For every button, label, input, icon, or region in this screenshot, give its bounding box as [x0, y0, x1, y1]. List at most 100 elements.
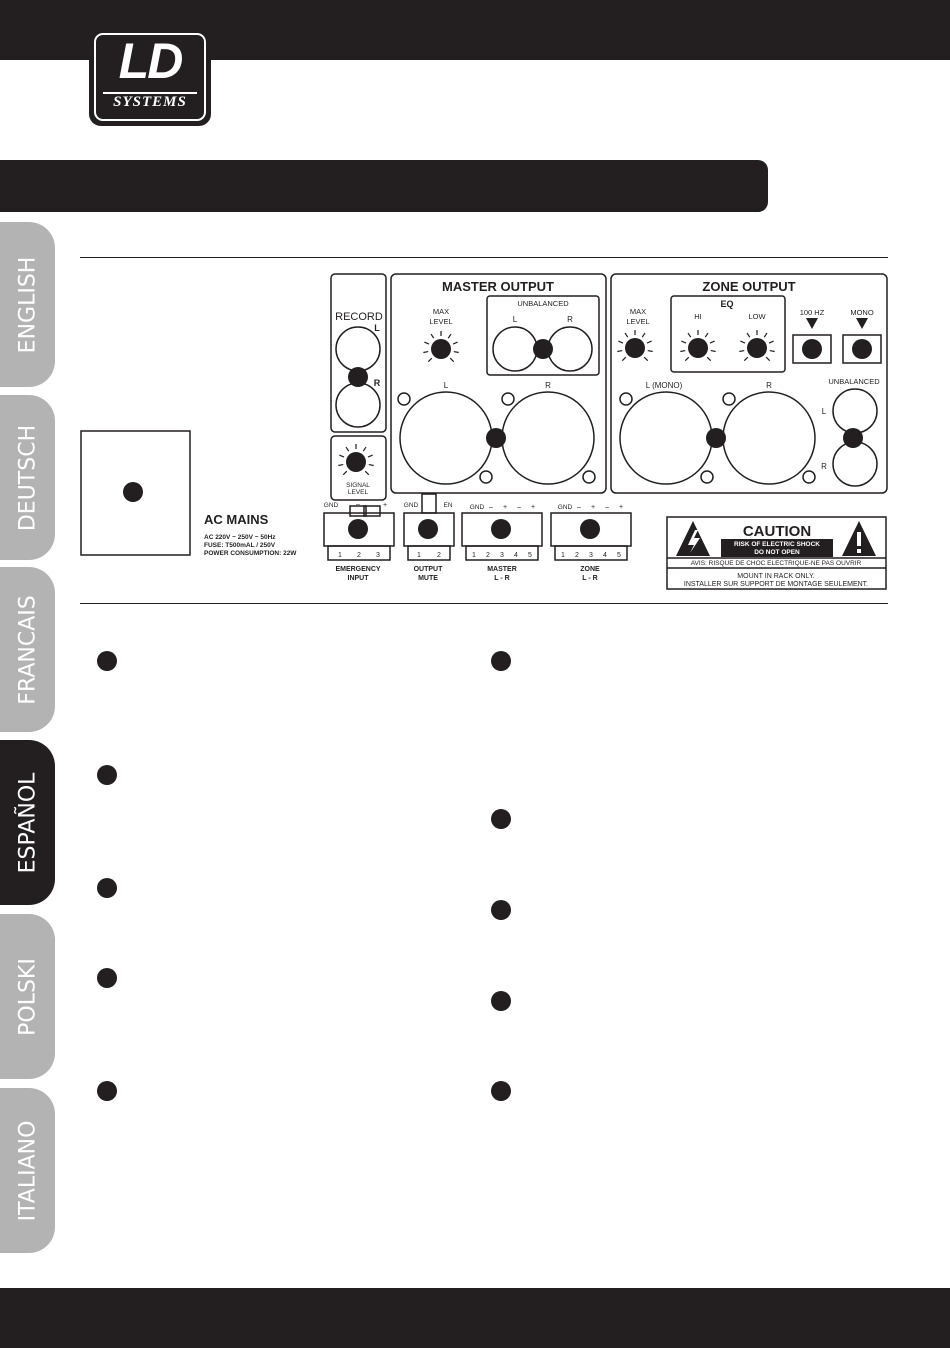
callout-bullet [491, 809, 511, 829]
callout-bullet [491, 900, 511, 920]
svg-text:SIGNAL: SIGNAL [346, 482, 370, 489]
svg-text:1: 1 [417, 552, 421, 559]
svg-text:1: 1 [338, 552, 342, 559]
tab-francais[interactable]: FRANCAIS [0, 567, 55, 732]
svg-text:AVIS: RISQUE DE CHOC ELECTRIQU: AVIS: RISQUE DE CHOC ELECTRIQUE-NE PAS O… [691, 560, 862, 567]
svg-text:LOW: LOW [748, 312, 766, 321]
callout-bullet [491, 651, 511, 671]
svg-text:1: 1 [561, 552, 565, 559]
svg-text:3: 3 [376, 552, 380, 559]
svg-text:–: – [356, 501, 360, 508]
svg-text:GND: GND [404, 502, 419, 509]
svg-text:L: L [822, 407, 827, 416]
master-output-box [390, 273, 607, 494]
svg-text:R: R [766, 381, 772, 390]
svg-text:L (MONO): L (MONO) [646, 381, 683, 390]
svg-text:EMERGENCY: EMERGENCY [335, 566, 380, 573]
svg-text:3: 3 [589, 552, 593, 559]
svg-text:MASTER: MASTER [487, 566, 517, 573]
svg-text:4: 4 [603, 552, 607, 559]
svg-text:ZONE: ZONE [580, 566, 600, 573]
svg-text:MAX: MAX [630, 307, 646, 316]
svg-text:L - R: L - R [494, 575, 509, 582]
svg-text:GND: GND [558, 504, 573, 511]
svg-text:L: L [513, 315, 518, 324]
section-title-bar [0, 160, 768, 212]
tab-label: POLSKI [15, 957, 40, 1036]
callout-bullet [97, 765, 117, 785]
tab-italiano[interactable]: ITALIANO [0, 1088, 55, 1253]
signal-box [330, 435, 387, 501]
tab-english[interactable]: ENGLISH [0, 222, 55, 387]
svg-text:MOUNT IN RACK ONLY.: MOUNT IN RACK ONLY. [737, 573, 814, 580]
svg-text:LEVEL: LEVEL [429, 317, 452, 326]
svg-text:FUSE: T500mAL / 250V: FUSE: T500mAL / 250V [204, 542, 276, 549]
tab-deutsch[interactable]: DEUTSCH [0, 395, 55, 560]
svg-text:OUTPUT: OUTPUT [414, 566, 444, 573]
ac-mains-title: AC MAINS [204, 512, 269, 527]
svg-text:100 HZ: 100 HZ [800, 308, 825, 317]
svg-text:+: + [531, 504, 535, 511]
tab-polski[interactable]: POLSKI [0, 914, 55, 1079]
zone-output-title: ZONE OUTPUT [702, 279, 795, 294]
svg-text:AC 220V ~ 250V ~ 50Hz: AC 220V ~ 250V ~ 50Hz [204, 534, 276, 541]
svg-text:LEVEL: LEVEL [348, 489, 369, 496]
divider-top [80, 257, 888, 258]
callout-bullet [491, 1081, 511, 1101]
tab-label: ITALIANO [15, 1120, 40, 1221]
record-label: RECORD [335, 311, 383, 323]
svg-text:UNBALANCED: UNBALANCED [828, 377, 880, 386]
rear-panel-diagram: RECORD L R SIGNAL LEVEL MASTER OUTPUT MA… [80, 273, 888, 590]
svg-text:2: 2 [357, 552, 361, 559]
bottom-bar [0, 1288, 950, 1348]
svg-text:5: 5 [617, 552, 621, 559]
svg-text:R: R [567, 315, 573, 324]
svg-text:+: + [619, 504, 623, 511]
svg-text:LEVEL: LEVEL [626, 317, 649, 326]
zone-output-box [610, 273, 888, 494]
svg-text:POWER CONSUMPTION: 22W: POWER CONSUMPTION: 22W [204, 550, 297, 557]
svg-text:GND: GND [470, 504, 485, 511]
svg-text:MUTE: MUTE [418, 575, 438, 582]
svg-text:+: + [383, 502, 387, 509]
svg-text:UNBALANCED: UNBALANCED [517, 299, 569, 308]
logo-main-text: LD [118, 33, 184, 89]
divider-bottom [80, 603, 888, 604]
callout-bullet [97, 651, 117, 671]
tab-espanol[interactable]: ESPAÑOL [0, 740, 55, 905]
svg-text:MONO: MONO [850, 308, 873, 317]
ld-systems-logo: LD SYSTEMS [89, 28, 211, 126]
svg-text:L: L [374, 323, 380, 333]
svg-text:RISK OF ELECTRIC SHOCK: RISK OF ELECTRIC SHOCK [734, 541, 820, 548]
logo-sub-text: SYSTEMS [113, 94, 187, 110]
svg-text:4: 4 [514, 552, 518, 559]
master-output-title: MASTER OUTPUT [442, 279, 554, 294]
svg-text:EN: EN [443, 502, 452, 509]
svg-text:DO NOT OPEN: DO NOT OPEN [754, 549, 800, 556]
svg-text:–: – [577, 504, 581, 511]
record-box [330, 273, 387, 433]
svg-text:EQ: EQ [720, 299, 733, 309]
ac-inlet-box [80, 430, 191, 556]
svg-text:L - R: L - R [582, 575, 597, 582]
svg-text:MAX: MAX [433, 307, 449, 316]
svg-text:R: R [374, 378, 381, 388]
svg-text:GND: GND [324, 502, 339, 509]
svg-text:R: R [821, 462, 827, 471]
svg-text:2: 2 [486, 552, 490, 559]
svg-text:INPUT: INPUT [348, 575, 370, 582]
caution-title: CAUTION [743, 523, 811, 540]
svg-text:–: – [605, 504, 609, 511]
svg-text:1: 1 [472, 552, 476, 559]
svg-text:HI: HI [694, 312, 702, 321]
svg-text:INSTALLER SUR SUPPORT DE MONTA: INSTALLER SUR SUPPORT DE MONTAGE SEULEME… [684, 581, 868, 588]
callout-bullet [491, 991, 511, 1011]
callout-bullet [97, 1081, 117, 1101]
callout-bullet [97, 968, 117, 988]
tab-label: ESPAÑOL [15, 772, 40, 873]
svg-text:R: R [545, 381, 551, 390]
svg-text:2: 2 [575, 552, 579, 559]
svg-text:–: – [489, 504, 493, 511]
svg-text:–: – [517, 504, 521, 511]
svg-text:L: L [444, 381, 449, 390]
